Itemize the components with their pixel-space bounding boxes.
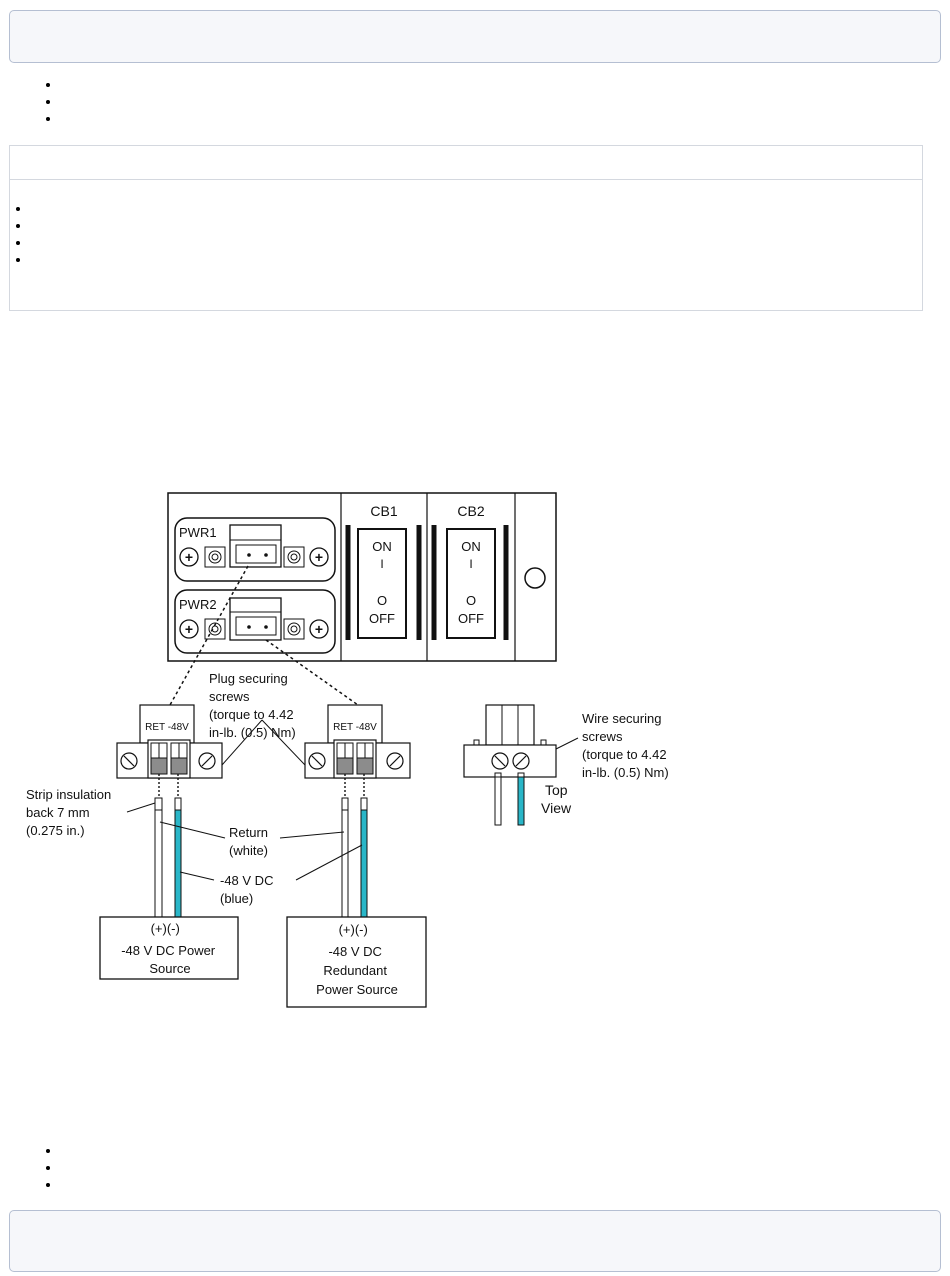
svg-text:ON: ON (372, 539, 392, 554)
circuit-breaker-cb1: CB1 ON I O OFF (357, 503, 407, 639)
svg-text:RET -48V: RET -48V (145, 722, 189, 733)
top-view-label: Top View (541, 782, 572, 816)
svg-text:I: I (380, 557, 383, 571)
svg-text:RET -48V: RET -48V (333, 722, 377, 733)
dc-wire-label: -48 V DC (blue) (220, 873, 277, 906)
svg-text:OFF: OFF (458, 611, 484, 626)
svg-text:+: + (315, 549, 323, 565)
bottom-note-box (9, 1210, 941, 1272)
return-wire-label: Return (white) (229, 825, 272, 858)
plug-securing-label: Plug securing screws (torque to 4.42 in-… (209, 671, 297, 740)
svg-text:I: I (469, 557, 472, 571)
svg-text:+: + (315, 621, 323, 637)
plug-top-view (463, 704, 557, 826)
svg-text:O: O (377, 593, 387, 608)
terminal-plug-right: RET -48V (304, 704, 411, 798)
pwr1-connector: PWR1 + + (174, 517, 336, 582)
wire-securing-label: Wire securing screws (torque to 4.42 in-… (582, 711, 670, 780)
svg-text:ON: ON (461, 539, 481, 554)
info-panel (9, 145, 923, 311)
pwr2-connector: PWR2 + + (174, 589, 336, 654)
svg-text:+: + (185, 621, 193, 637)
strip-insulation-label: Strip insulation back 7 mm (0.275 in.) (26, 787, 115, 838)
circuit-breaker-cb2: CB2 ON I O OFF (446, 503, 496, 639)
power-source-box: (+)(-) -48 V DC Power Source (99, 916, 239, 980)
pwr2-label: PWR2 (179, 597, 217, 612)
terminal-plug-left: RET -48V (116, 704, 223, 798)
top-note-box (9, 10, 941, 63)
svg-text:(+)(-) -48 V DC R: (+)(-) -48 V DC Redundant Power Source (316, 922, 398, 997)
dc-power-wiring-diagram: PWR1 + + PWR2 + + CB1 (26, 492, 670, 1008)
redundant-power-source-box: (+)(-) -48 V DC Redundant Power Source (286, 916, 427, 1008)
cb1-label: CB1 (370, 503, 397, 519)
status-led-icon (524, 567, 546, 589)
svg-text:+: + (185, 549, 193, 565)
cb2-label: CB2 (457, 503, 484, 519)
svg-text:OFF: OFF (369, 611, 395, 626)
info-panel-header (10, 146, 922, 180)
svg-text:(+)(-) -48 V DC Power: (+)(-) -48 V DC Power Source (121, 921, 219, 976)
svg-text:O: O (466, 593, 476, 608)
pwr1-label: PWR1 (179, 525, 217, 540)
